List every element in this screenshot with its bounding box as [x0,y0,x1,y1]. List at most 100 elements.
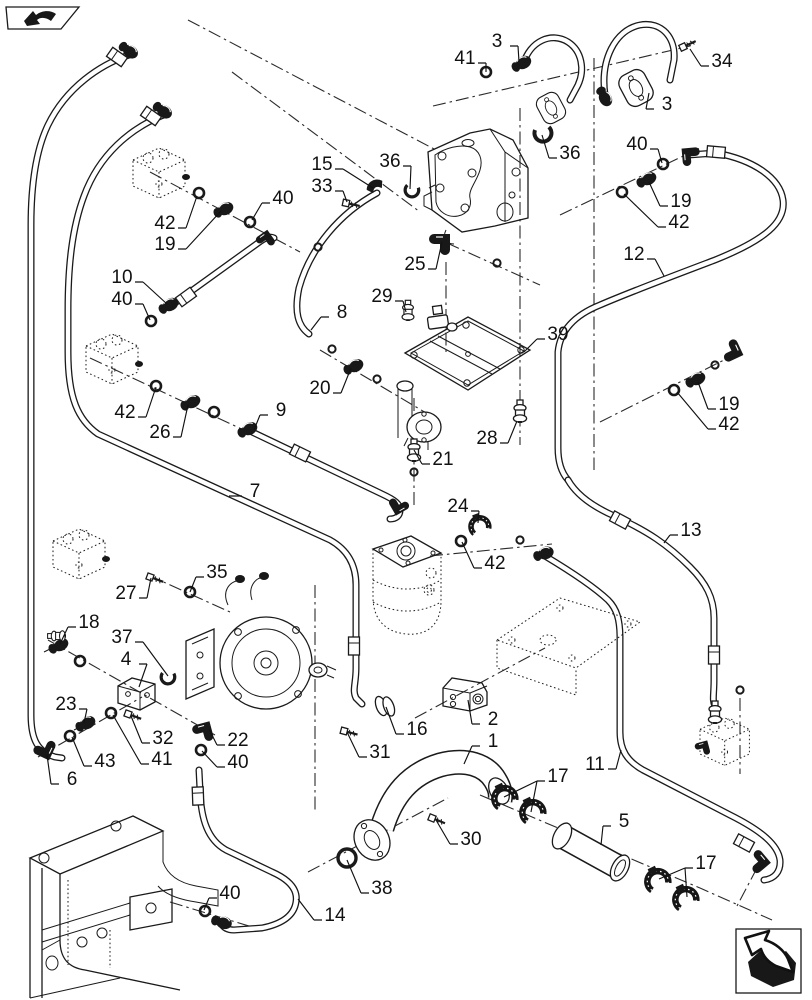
callout-3[interactable]: 3 [492,31,520,63]
valve-2 [442,677,488,712]
callout-19[interactable]: 19 [648,181,692,212]
callout-31[interactable]: 31 [346,731,391,763]
hose-9 [246,427,404,523]
callout-leader [658,867,693,898]
callout-42[interactable]: 42 [676,391,740,435]
callout-number: 42 [154,213,175,234]
callout-20[interactable]: 20 [309,367,352,399]
callout-23[interactable]: 23 [55,694,88,724]
callout-5[interactable]: 5 [600,811,629,846]
callout-number: 7 [250,481,261,502]
callout-27[interactable]: 27 [115,577,152,604]
clamp-16 [374,695,396,717]
callout-42[interactable]: 42 [461,541,506,574]
block-4 [117,677,156,711]
callout-number: 3 [492,31,503,52]
callout-15[interactable]: 15 [311,154,374,189]
callout-9[interactable]: 9 [253,400,287,431]
callout-41[interactable]: 41 [112,714,173,770]
callout-19[interactable]: 19 [697,381,740,415]
callout-number: 2 [488,709,499,730]
callout-22[interactable]: 22 [208,728,249,751]
callout-34[interactable]: 34 [689,48,733,72]
callout-leader [335,190,348,203]
callout-number: 36 [379,151,400,172]
callout-number: 39 [547,324,568,345]
callout-leader [676,391,716,430]
callout-24[interactable]: 24 [447,496,480,524]
callout-12[interactable]: 12 [623,244,665,277]
callout-number: 9 [276,400,287,421]
callout-43[interactable]: 43 [71,736,116,772]
callout-leader [79,708,88,724]
callout-36[interactable]: 36 [379,151,412,190]
callout-38[interactable]: 38 [346,859,393,899]
callout-40[interactable]: 40 [626,134,663,164]
callout-40[interactable]: 40 [203,883,241,911]
callout-2[interactable]: 2 [467,699,499,730]
callout-leader [608,749,622,770]
callout-leader [403,165,412,190]
callout-17[interactable]: 17 [503,766,569,813]
callout-14[interactable]: 14 [297,898,346,926]
callout-number: 42 [718,414,739,435]
callout-42[interactable]: 42 [114,386,157,423]
callout-16[interactable]: 16 [385,706,428,740]
callout-39[interactable]: 39 [523,324,569,353]
callout-number: 30 [460,829,481,850]
callout-40[interactable]: 40 [251,188,294,221]
page-forward-button[interactable] [735,928,802,994]
callout-32[interactable]: 32 [130,715,174,749]
callout-3[interactable]: 3 [645,92,672,115]
callout-leader [471,510,480,524]
callout-40[interactable]: 40 [201,750,249,773]
callout-28[interactable]: 28 [476,420,518,449]
callout-35[interactable]: 35 [189,562,228,593]
callout-leader [46,754,59,785]
callout-19[interactable]: 19 [154,210,222,255]
callout-29[interactable]: 29 [371,286,407,313]
callout-1[interactable]: 1 [463,731,498,765]
callout-4[interactable]: 4 [121,649,148,688]
tube-5 [551,822,631,882]
callout-leader [138,663,148,688]
callout-25[interactable]: 25 [404,241,443,275]
callout-21[interactable]: 21 [413,449,454,470]
callout-30[interactable]: 30 [435,819,482,850]
chassis-frame [28,815,219,999]
callout-17[interactable]: 17 [658,853,717,898]
callout-7[interactable]: 7 [229,481,260,502]
callout-leader [112,714,149,765]
callout-number: 24 [447,496,469,517]
callout-leader [428,241,443,270]
callout-10[interactable]: 10 [111,267,168,305]
callout-40[interactable]: 40 [111,289,151,321]
callout-42[interactable]: 42 [154,195,198,234]
callout-37[interactable]: 37 [111,627,169,677]
callout-number: 8 [337,302,348,323]
callout-41[interactable]: 41 [454,48,487,72]
valve-block-a [132,147,186,199]
callout-11[interactable]: 11 [585,749,622,775]
callout-number: 17 [695,853,716,874]
callout-leader [178,195,198,229]
page-back-button[interactable] [5,6,81,30]
callout-leader [59,626,76,645]
callout-42[interactable]: 42 [623,193,690,233]
callout-leader [135,281,168,305]
callout-6[interactable]: 6 [46,754,77,790]
callout-number: 29 [371,286,392,307]
callout-number: 41 [454,48,475,69]
callout-13[interactable]: 13 [663,520,702,544]
callout-36[interactable]: 36 [541,134,581,164]
callout-33[interactable]: 33 [311,176,348,203]
callout-leader [461,541,482,569]
callout-number: 38 [371,878,392,899]
callout-26[interactable]: 26 [149,404,189,443]
hose-11 [541,552,784,884]
callout-8[interactable]: 8 [310,302,348,331]
callout-number: 42 [484,553,505,574]
callout-18[interactable]: 18 [59,612,100,645]
